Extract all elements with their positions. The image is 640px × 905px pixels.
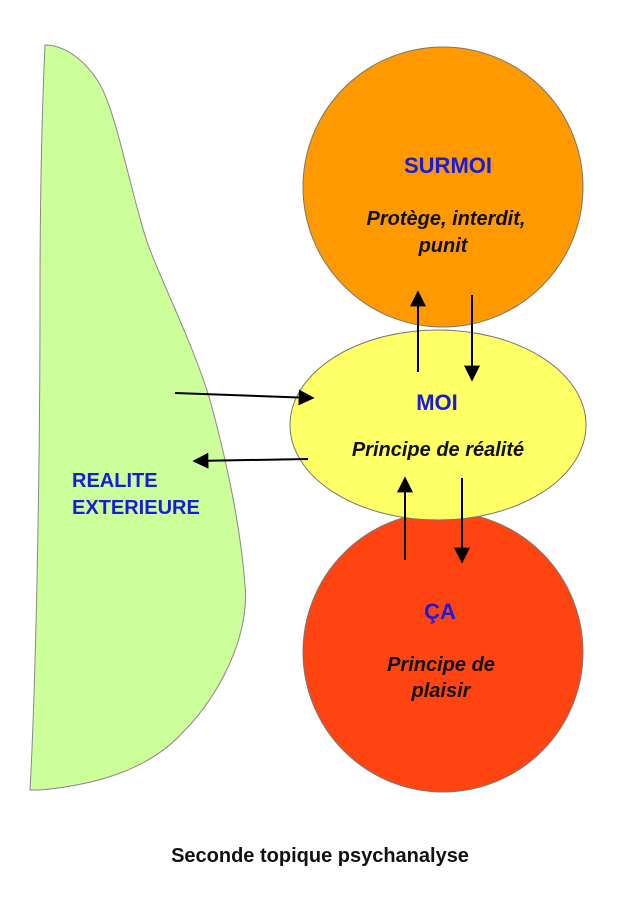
arrow-reality-to-moi [174,389,315,406]
reality-label-line2: EXTERIEURE [72,497,200,519]
reality-label-line1: REALITE [72,470,158,492]
ca-circle [302,511,584,793]
ca-desc-line2: plaisir [411,680,472,702]
surmoi-title: SURMOI [404,153,492,178]
surmoi-circle [302,46,584,328]
moi-ellipse [289,329,587,521]
ca-title: ÇA [424,599,456,624]
diagram-caption: Seconde topique psychanalyse [171,845,469,867]
moi-title: MOI [416,390,458,415]
moi-desc: Principe de réalité [352,439,524,461]
surmoi-desc-line1: Protège, interdit, [367,208,526,230]
arrow-moi-to-reality [192,452,309,469]
surmoi-desc-line2: punit [418,235,469,257]
exterior-reality-shape [29,44,246,791]
ca-desc-line1: Principe de [387,654,495,676]
